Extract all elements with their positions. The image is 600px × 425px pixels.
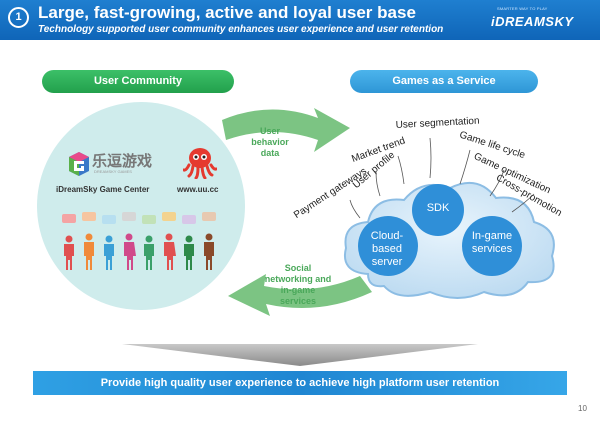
- section-number: 1: [8, 7, 29, 28]
- idreamsky-logo: SMARTER WAY TO PLAY iDREAMSKY: [491, 6, 593, 34]
- in-game-services-circle: [462, 216, 522, 276]
- users-speech-bubbles-illustration: [62, 212, 216, 270]
- slide-header: 1 Large, fast-growing, active and loyal …: [0, 0, 600, 40]
- logo-tagline: SMARTER WAY TO PLAY: [497, 6, 548, 11]
- cloud-server-circle: [358, 216, 418, 276]
- game-center-small-text: DREAMSKY GAMES: [94, 169, 132, 174]
- cloud-graphic: [344, 181, 555, 299]
- page-number: 10: [578, 404, 587, 413]
- cloud-based-server-label: Cloud- based server: [370, 230, 404, 268]
- game-center-label: iDreamSky Game Center: [56, 185, 150, 194]
- slide-title: Large, fast-growing, active and loyal us…: [38, 3, 416, 22]
- bottom-banner: Provide high quality user experience to …: [33, 371, 567, 395]
- feature-game-life-cycle: Game life cycle: [458, 129, 527, 162]
- uu-website-label: www.uu.cc: [177, 185, 219, 194]
- sdk-circle: [412, 184, 464, 236]
- user-behavior-data-label: User behavior data: [251, 126, 289, 158]
- game-center-chinese-name: 乐逗游戏: [92, 153, 153, 170]
- feature-user-segmentation: User segmentation: [395, 115, 480, 131]
- slide-subtitle: Technology supported user community enha…: [38, 24, 444, 35]
- in-game-services-label: In-game services: [471, 230, 513, 255]
- user-community-pill: User Community: [42, 70, 234, 93]
- logo-text: iDREAMSKY: [491, 14, 574, 29]
- social-networking-label: Social networking and in-game services: [264, 263, 332, 306]
- game-center-logo-icon: [69, 152, 89, 176]
- sdk-label: SDK: [426, 202, 450, 214]
- user-community-circle: [37, 102, 245, 310]
- games-as-a-service-pill: Games as a Service: [350, 70, 538, 93]
- uu-octopus-icon: [183, 148, 217, 179]
